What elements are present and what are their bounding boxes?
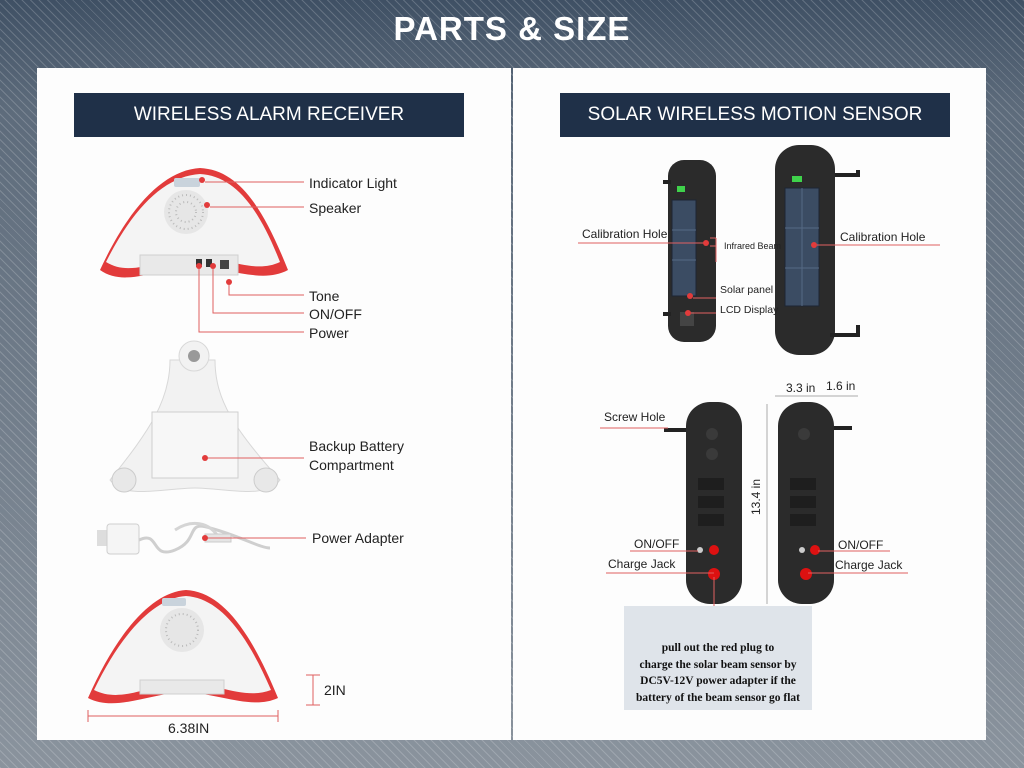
dimension-height: 2IN — [324, 682, 346, 698]
label-on-off-left: ON/OFF — [634, 537, 680, 551]
label-speaker: Speaker — [309, 200, 362, 216]
label-lcd-display: LCD Display — [720, 304, 779, 316]
receiver-banner: WIRELESS ALARM RECEIVER — [74, 93, 464, 137]
sensor-back-right — [778, 402, 852, 604]
label-power: Power — [309, 325, 349, 341]
sensor-banner: SOLAR WIRELESS MOTION SENSOR — [560, 93, 950, 137]
receiver-back — [109, 340, 304, 493]
label-infrared-beam: Infrared Beam — [724, 241, 782, 251]
label-calibration-hole-right: Calibration Hole — [840, 230, 926, 244]
label-calibration-hole-left: Calibration Hole — [582, 227, 668, 241]
page-title: PARTS & SIZE — [393, 10, 631, 47]
sensor-back-left — [664, 402, 742, 604]
note-line: DC5V-12V power adapter if the — [640, 675, 796, 688]
label-charge-jack-right: Charge Jack — [835, 558, 903, 572]
dimension-width-sensor: 3.3 in — [786, 381, 816, 395]
sensor-top-leaders — [578, 237, 940, 316]
label-on-off: ON/OFF — [309, 306, 362, 322]
label-indicator-light: Indicator Light — [309, 175, 397, 191]
label-on-off-right: ON/OFF — [838, 538, 884, 552]
receiver-dimension-lines — [87, 674, 320, 722]
receiver-unit-bottom — [88, 590, 278, 704]
dimension-height-sensor: 13.4 in — [749, 478, 764, 516]
label-solar-panel: Solar panel — [720, 284, 774, 296]
receiver-leader-lines — [196, 177, 304, 333]
power-adapter — [97, 521, 306, 555]
label-compartment: Compartment — [309, 457, 394, 473]
charge-note-text: pull out the red plug to charge the sola… — [624, 640, 812, 706]
sensor-small — [663, 160, 716, 342]
label-backup-battery: Backup Battery — [309, 438, 404, 454]
label-tone: Tone — [309, 288, 340, 304]
note-line: pull out the red plug to — [661, 642, 775, 654]
sensor-large — [775, 145, 860, 355]
sensor-dimension-lines — [766, 395, 858, 604]
note-line: battery of the beam sensor go flat — [636, 691, 800, 704]
label-screw-hole: Screw Hole — [604, 410, 666, 424]
sensor-back-leaders — [600, 427, 908, 620]
receiver-unit-top — [100, 168, 288, 278]
dimension-depth-sensor: 1.6 in — [826, 379, 856, 393]
charge-note-box — [624, 606, 812, 710]
label-power-adapter: Power Adapter — [312, 530, 404, 546]
note-line: charge the solar beam sensor by — [639, 658, 797, 671]
dimension-width: 6.38IN — [168, 720, 210, 736]
left-panel — [37, 68, 511, 740]
label-charge-jack-left: Charge Jack — [608, 557, 676, 571]
